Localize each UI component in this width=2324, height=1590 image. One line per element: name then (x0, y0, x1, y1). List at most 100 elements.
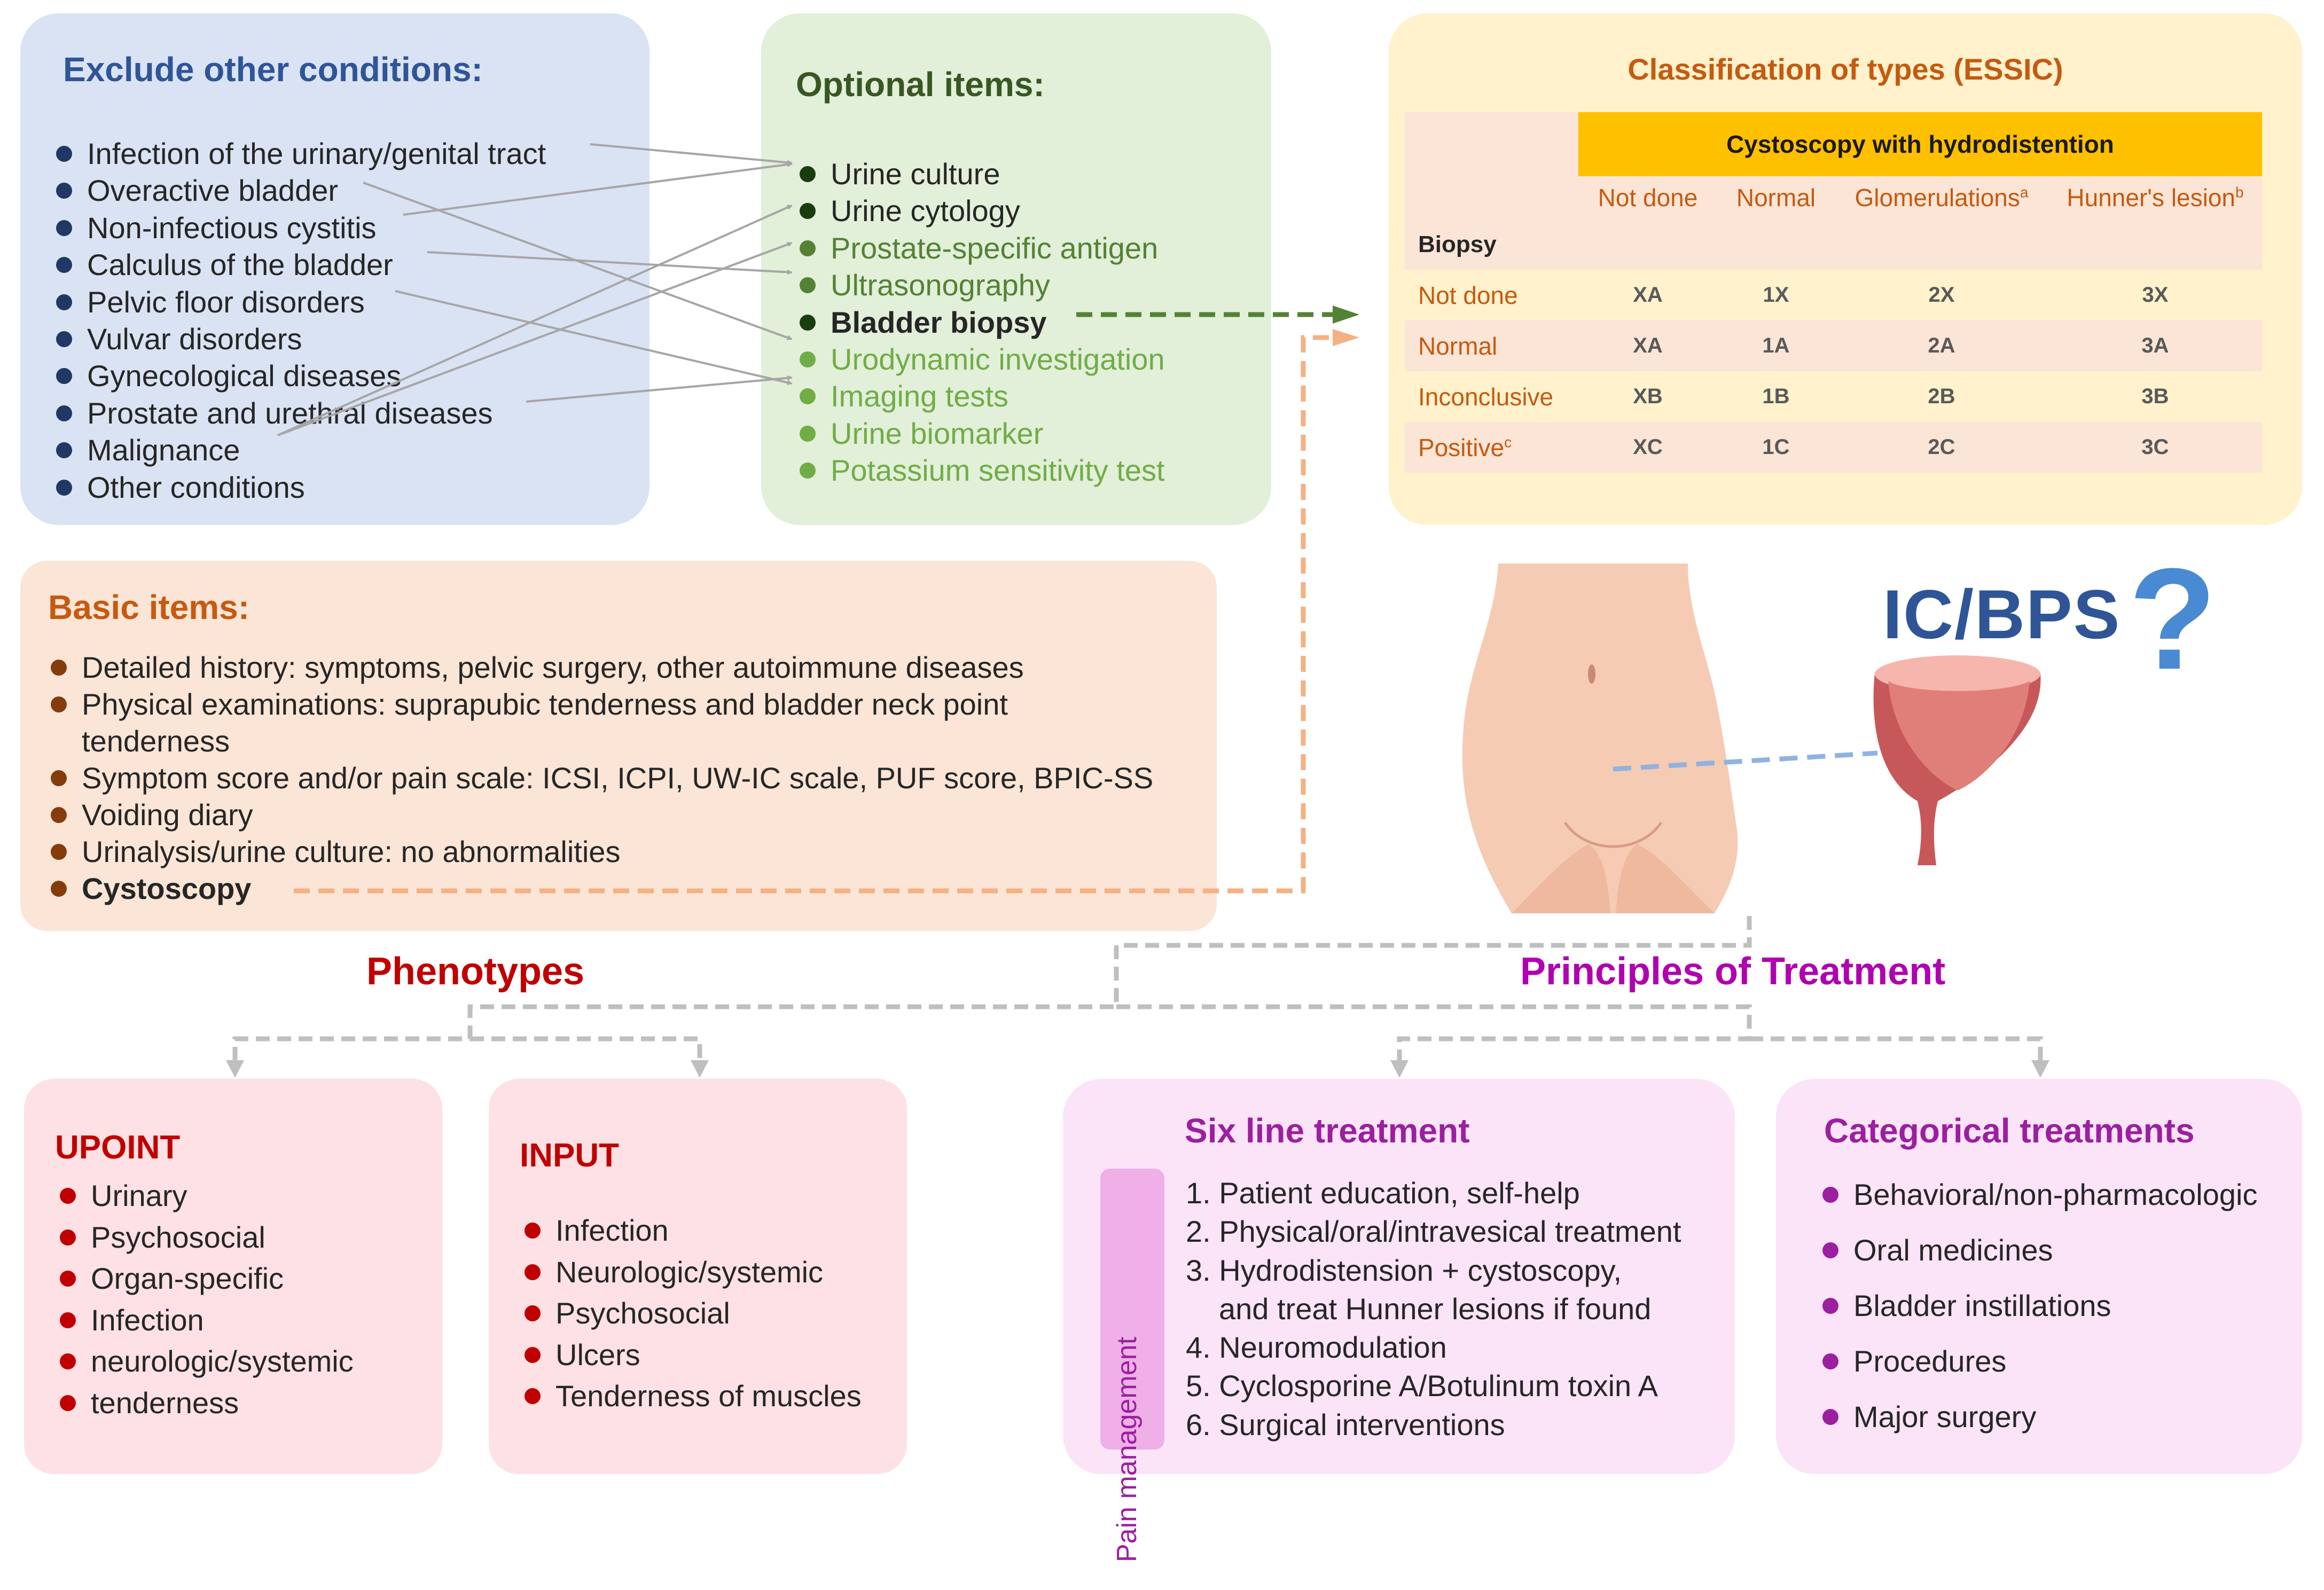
classification-panel: Classification of types (ESSIC) Cystosco… (1389, 13, 2302, 525)
optional-item: Urine culture (800, 155, 1165, 192)
upoint-panel: UPOINT Urinary Psychosocial Organ-specif… (24, 1079, 442, 1474)
basic-item: Physical examinations: suprapubic tender… (50, 686, 1153, 723)
basic-item-continued: tenderness (82, 724, 230, 758)
six-line-list: 1. Patient education, self-help 2. Physi… (1186, 1174, 1681, 1444)
basic-list: Detailed history: symptoms, pelvic surge… (50, 649, 1153, 907)
biopsy-arrowhead (1333, 306, 1359, 324)
pelvis-illustration (1462, 563, 1738, 913)
upoint-item: Infection (60, 1299, 354, 1341)
optional-items-panel: Optional items: Urine culture Urine cyto… (761, 13, 1271, 525)
categorical-list: Behavioral/non-pharmacologic Oral medici… (1822, 1167, 2257, 1445)
pain-management-bar (1100, 1169, 1164, 1450)
optional-item: Potassium sensitivity test (800, 452, 1165, 489)
optional-item: Prostate-specific antigen (800, 230, 1165, 267)
exclude-item: Pelvic floor disorders (56, 284, 546, 320)
six-line-item-continued: and treat Hunner lesions if found (1219, 1291, 1652, 1326)
categorical-item: Major surgery (1822, 1389, 2257, 1445)
upoint-item: Organ-specific (60, 1258, 354, 1299)
diagram-connectors (226, 143, 2049, 1078)
upoint-item: Urinary (60, 1175, 354, 1217)
basic-item: Urinalysis/urine culture: no abnormaliti… (50, 833, 1153, 870)
exclude-item: Malignance (56, 432, 546, 468)
exclude-title: Exclude other conditions: (63, 50, 483, 89)
optional-list: Urine culture Urine cytology Prostate-sp… (800, 155, 1165, 489)
optional-item: Urine biomarker (800, 415, 1165, 452)
optional-item-bladder-biopsy: Bladder biopsy (800, 304, 1165, 341)
column-header: Hunner's lesionb (2048, 176, 2262, 219)
table-row: Inconclusive XB 1B 2B 3B (1405, 371, 2262, 422)
six-line-item: 1. Patient education, self-help (1186, 1176, 1580, 1210)
classification-title: Classification of types (ESSIC) (1627, 52, 2063, 86)
upoint-item: tenderness (60, 1382, 354, 1424)
upoint-item: neurologic/systemic (60, 1341, 354, 1382)
table-header: Cystoscopy with hydrodistention (1578, 112, 2262, 176)
pain-management-label: Pain management (1112, 1336, 1143, 1563)
exclude-item: Overactive bladder (56, 172, 546, 209)
six-line-item: 4. Neuromodulation (1186, 1330, 1447, 1365)
categorical-item: Oral medicines (1822, 1223, 2257, 1278)
optional-item: Imaging tests (800, 378, 1165, 414)
upoint-list: Urinary Psychosocial Organ-specific Infe… (60, 1175, 354, 1424)
branch-connectors (232, 916, 2043, 1066)
table-row: Not done XA 1X 2X 3X (1405, 270, 2262, 320)
basic-item: Detailed history: symptoms, pelvic surge… (50, 649, 1153, 686)
categorical-item: Procedures (1822, 1334, 2257, 1389)
input-item: Psychosocial (525, 1293, 862, 1334)
input-title: INPUT (520, 1137, 619, 1174)
cystoscopy-arrow-line (294, 335, 1346, 894)
input-item: Infection (525, 1210, 862, 1251)
categorical-item: Bladder instillations (1822, 1278, 2257, 1334)
input-item: Neurologic/systemic (525, 1251, 862, 1293)
exclude-item: Non-infectious cystitis (56, 209, 546, 246)
exclude-item: Infection of the urinary/genital tract (56, 135, 546, 172)
basic-item: Symptom score and/or pain scale: ICSI, I… (50, 759, 1153, 796)
six-line-item: 3. Hydrodistension + cystoscopy, (1186, 1253, 1622, 1287)
basic-item-cystoscopy: Cystoscopy (50, 870, 1153, 907)
branch-arrowheads (226, 1060, 2049, 1078)
table-row: Positivec XC 1C 2C 3C (1405, 422, 2262, 473)
basic-title: Basic items: (48, 588, 250, 626)
icbps-label: IC/BPS (1883, 575, 2121, 653)
categorical-title: Categorical treatments (1824, 1111, 2195, 1150)
treatment-title: Principles of Treatment (1520, 950, 1946, 993)
six-line-item: 5. Cyclosporine A/Botulinum toxin A (1186, 1369, 1658, 1403)
six-line-title: Six line treatment (1185, 1111, 1470, 1150)
optional-item: Urine cytology (800, 192, 1165, 229)
categorical-item: Behavioral/non-pharmacologic (1822, 1167, 2257, 1223)
exclude-item: Calculus of the bladder (56, 246, 546, 283)
exclude-item: Gynecological diseases (56, 357, 546, 394)
upoint-item: Psychosocial (60, 1217, 354, 1258)
column-header: Normal (1717, 176, 1835, 219)
categorical-treatments-panel: Categorical treatments Behavioral/non-ph… (1776, 1079, 2302, 1474)
six-line-item: 2. Physical/oral/intravesical treatment (1186, 1215, 1681, 1249)
input-item: Tenderness of muscles (525, 1375, 862, 1417)
body-bladder-dash (1613, 750, 1878, 772)
input-item: Ulcers (525, 1334, 862, 1376)
input-list: Infection Neurologic/systemic Psychosoci… (525, 1210, 862, 1417)
input-panel: INPUT Infection Neurologic/systemic Psyc… (489, 1079, 907, 1474)
exclude-list: Infection of the urinary/genital tract O… (56, 135, 546, 506)
row-header-biopsy: Biopsy (1405, 219, 1578, 270)
question-mark-icon: ? (2129, 539, 2217, 700)
essic-table: Cystoscopy with hydrodistention Not done… (1405, 112, 2262, 473)
phenotypes-title: Phenotypes (366, 950, 585, 993)
exclude-to-optional-arrows (277, 143, 793, 436)
optional-title: Optional items: (796, 65, 1045, 104)
basic-items-panel: Basic items: Detailed history: symptoms,… (20, 561, 1217, 931)
basic-item: Voiding diary (50, 796, 1153, 833)
six-line-item: 6. Surgical interventions (1186, 1407, 1505, 1442)
table-corner (1405, 112, 1578, 219)
cystoscopy-arrowhead (1333, 329, 1359, 346)
bladder-illustration (1873, 655, 2041, 865)
optional-item: Urodynamic investigation (800, 341, 1165, 378)
upoint-title: UPOINT (55, 1129, 181, 1166)
exclude-item: Other conditions (56, 469, 546, 506)
exclude-conditions-panel: Exclude other conditions: Infection of t… (20, 13, 650, 525)
exclude-item: Prostate and urethral diseases (56, 395, 546, 432)
six-line-treatment-panel: Six line treatment Pain management 1. Pa… (1063, 1079, 1735, 1562)
column-header: Glomerulationsa (1835, 176, 2048, 219)
optional-item: Ultrasonography (800, 267, 1165, 303)
exclude-item: Vulvar disorders (56, 320, 546, 357)
column-header: Not done (1578, 176, 1717, 219)
table-row: Normal XA 1A 2A 3A (1405, 320, 2262, 371)
